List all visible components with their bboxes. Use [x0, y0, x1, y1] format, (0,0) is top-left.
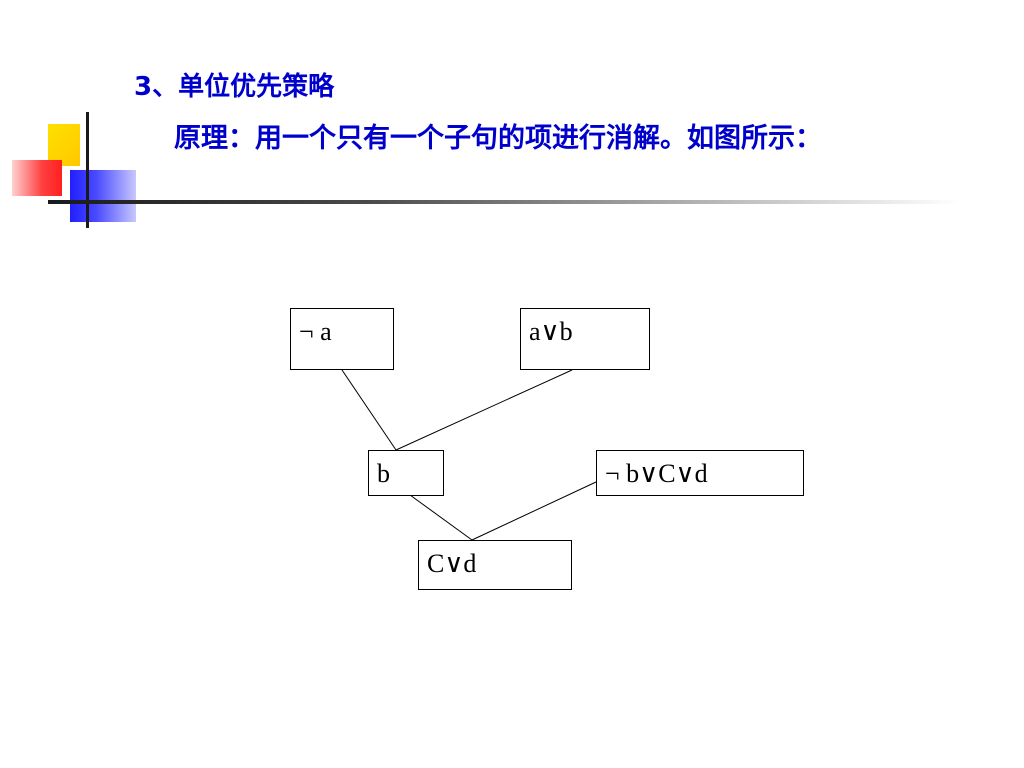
node-not-a: ¬ a [290, 308, 394, 370]
node-b: b [368, 450, 444, 496]
node-a-or-b: a∨b [520, 308, 650, 370]
deco-vertical-line [86, 112, 89, 228]
title-underline [48, 200, 960, 204]
node-c-or-d: C∨d [418, 540, 572, 590]
edge-not-b-or-c-or-d-to-c-or-d [471, 481, 597, 541]
node-not-b-or-c-or-d: ¬ b∨C∨d [596, 450, 804, 496]
edge-not-a-to-b [341, 369, 397, 451]
edge-a-or-b-to-b [395, 369, 573, 451]
deco-red-square [12, 160, 62, 196]
deco-yellow-square [48, 124, 80, 166]
edge-b-to-c-or-d [409, 494, 473, 541]
deco-blue-square [70, 170, 136, 222]
slide-title: 3、单位优先策略 [134, 72, 335, 102]
principle-text: 原理：用一个只有一个子句的项进行消解。如图所示： [174, 123, 822, 154]
